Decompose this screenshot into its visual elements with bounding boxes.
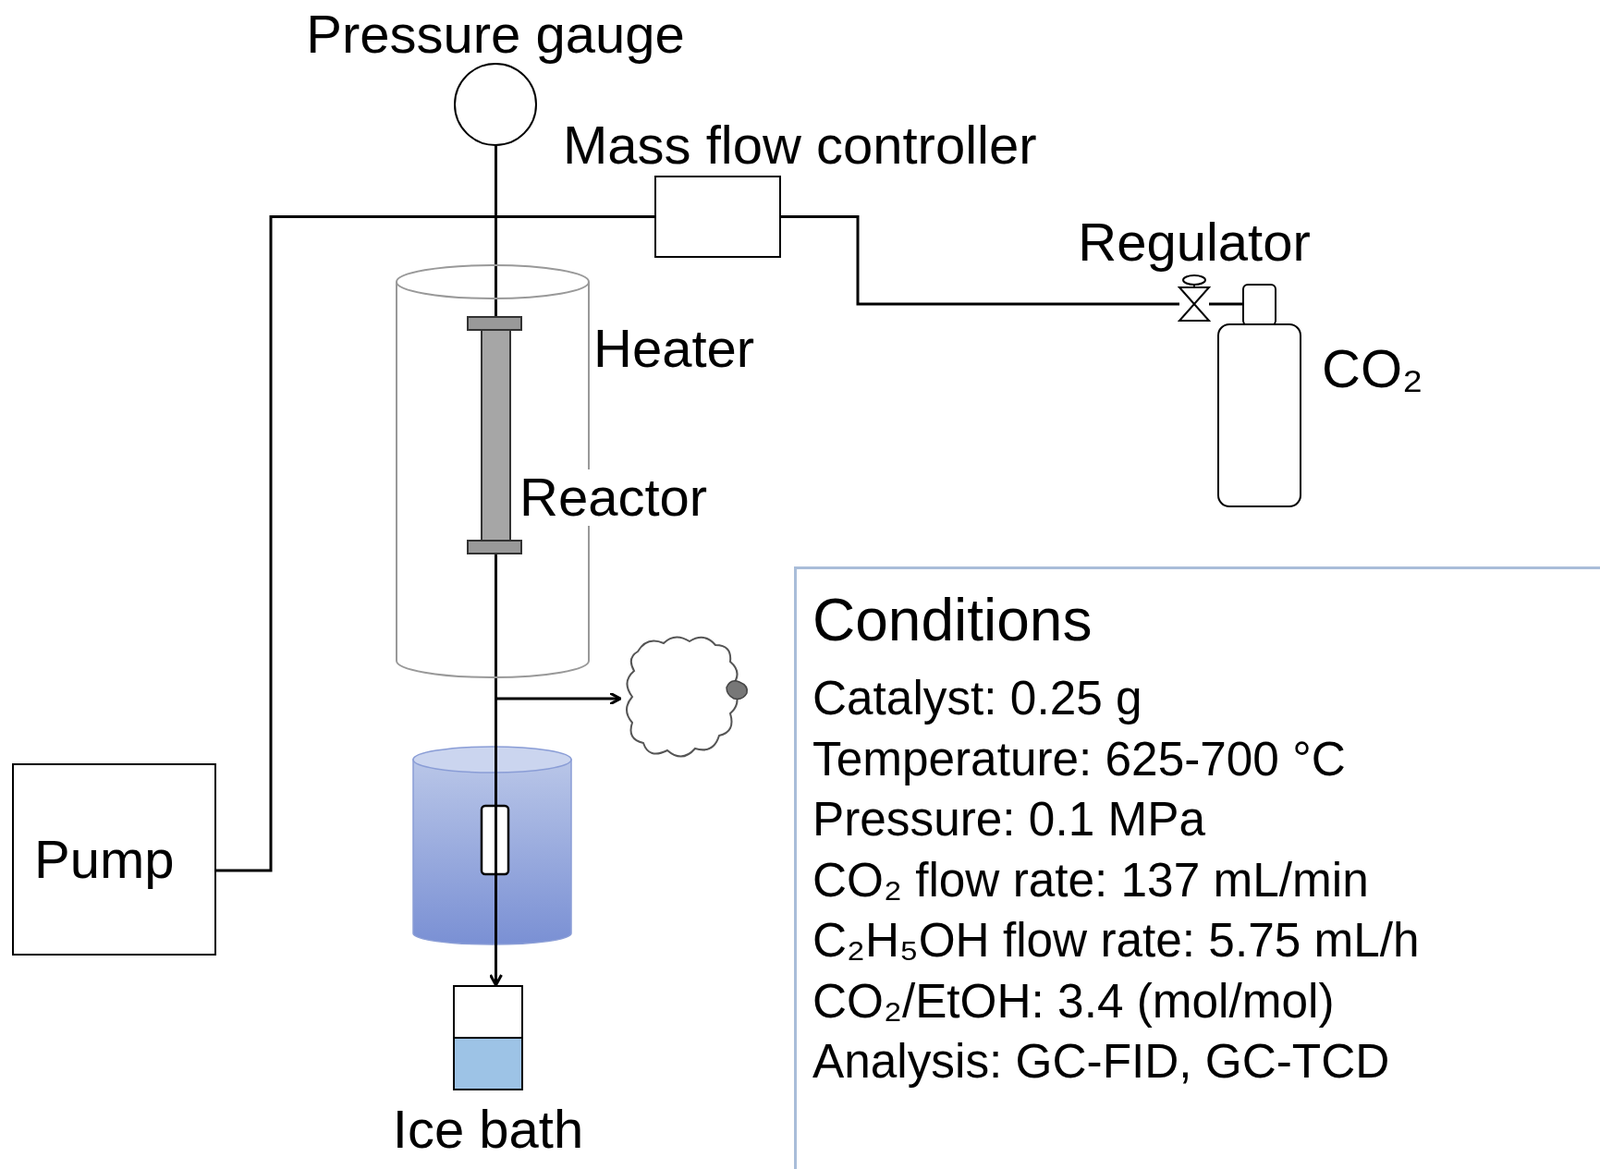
cylinder-outline [1217,283,1302,508]
condition-line: Catalyst: 0.25 g [812,668,1600,730]
condition-line: CO₂ flow rate: 137 mL/min [812,850,1600,912]
node-label: Regulator [1075,214,1312,271]
condition-line: Temperature: 625-700 °C [812,729,1600,791]
heater: HeaterReactor [395,263,590,679]
co2-cylinder: CO₂ [1217,283,1302,508]
pipe-line [494,554,498,985]
pump-box: Pump [12,763,217,956]
vial-shape [451,984,525,1092]
node-label: Mass flow controller [561,117,1039,174]
node-label: Pump [34,831,175,889]
pressure-gauge: Pressure gauge [453,62,538,147]
ice-bath-beaker [413,746,572,945]
sample-vial: Ice bath [451,984,525,1092]
condition-line: CO₂/EtOH: 3.4 (mol/mol) [812,971,1600,1033]
panel-heading: Conditions [812,586,1600,654]
node-label: Reactor [517,469,709,526]
vent-line [495,697,620,701]
pipe-line [216,217,497,872]
node-label: Ice bath [390,1102,586,1157]
gas-bag [626,636,747,757]
pipe-line [494,146,498,317]
valve-symbol [1175,274,1213,323]
node-label: Heater [591,320,757,378]
reactor-shape [466,316,523,555]
node-label: Pressure gauge [304,6,686,63]
node-label: CO₂ [1319,341,1426,398]
reactor-tube: Reactor [466,316,523,555]
condition-line: Analysis: GC-FID, GC-TCD [812,1031,1600,1093]
conditions-box: ConditionsCatalyst: 0.25 gTemperature: 6… [793,566,1600,1169]
regulator-valve: Regulator [1175,274,1213,323]
condition-line: Pressure: 0.1 MPa [812,789,1600,851]
condition-line: C₂H₅OH flow rate: 5.75 mL/h [812,910,1600,972]
mass-flow-controller: Mass flow controller [654,175,782,258]
pipe-line [1209,303,1244,306]
